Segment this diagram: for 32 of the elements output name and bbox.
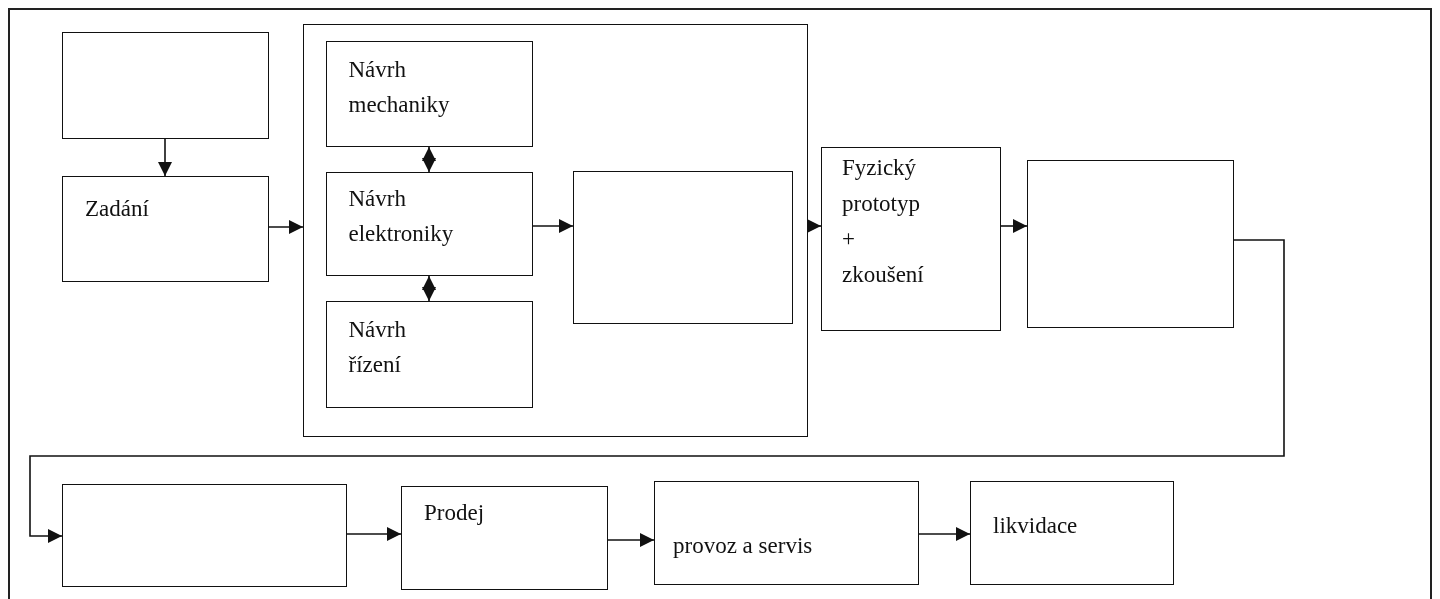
box-label: likvidace bbox=[993, 512, 1079, 540]
box-label: Návrh řízení bbox=[348, 315, 407, 380]
arrow bbox=[807, 219, 822, 233]
box-label: Prodej bbox=[424, 499, 486, 527]
process-box bbox=[654, 481, 919, 585]
box-label: Návrh mechaniky bbox=[348, 55, 451, 120]
arrow bbox=[422, 146, 436, 173]
process-box bbox=[970, 481, 1174, 585]
empty-box bbox=[62, 32, 269, 139]
arrow bbox=[268, 220, 304, 234]
empty-box bbox=[1027, 160, 1234, 328]
arrow bbox=[158, 138, 172, 177]
empty-box bbox=[62, 484, 347, 587]
empty-box bbox=[572, 170, 793, 324]
arrow bbox=[1000, 219, 1028, 233]
arrow bbox=[346, 527, 402, 541]
group-box bbox=[303, 24, 808, 437]
arrow bbox=[422, 275, 436, 302]
box-label: Fyzický prototyp + zkoušení bbox=[842, 154, 925, 289]
process-box bbox=[325, 40, 533, 147]
arrow bbox=[607, 533, 655, 547]
box-label: Návrh elektroniky bbox=[348, 184, 455, 249]
arrow bbox=[29, 239, 1285, 543]
box-label: provoz a servis bbox=[673, 532, 814, 560]
process-box bbox=[401, 486, 608, 590]
arrow bbox=[918, 527, 971, 541]
box-label: Zadání bbox=[85, 195, 150, 223]
process-box bbox=[821, 147, 1001, 331]
process-box bbox=[325, 171, 533, 276]
arrow bbox=[532, 219, 574, 233]
process-box bbox=[62, 176, 269, 282]
process-box bbox=[325, 300, 533, 408]
